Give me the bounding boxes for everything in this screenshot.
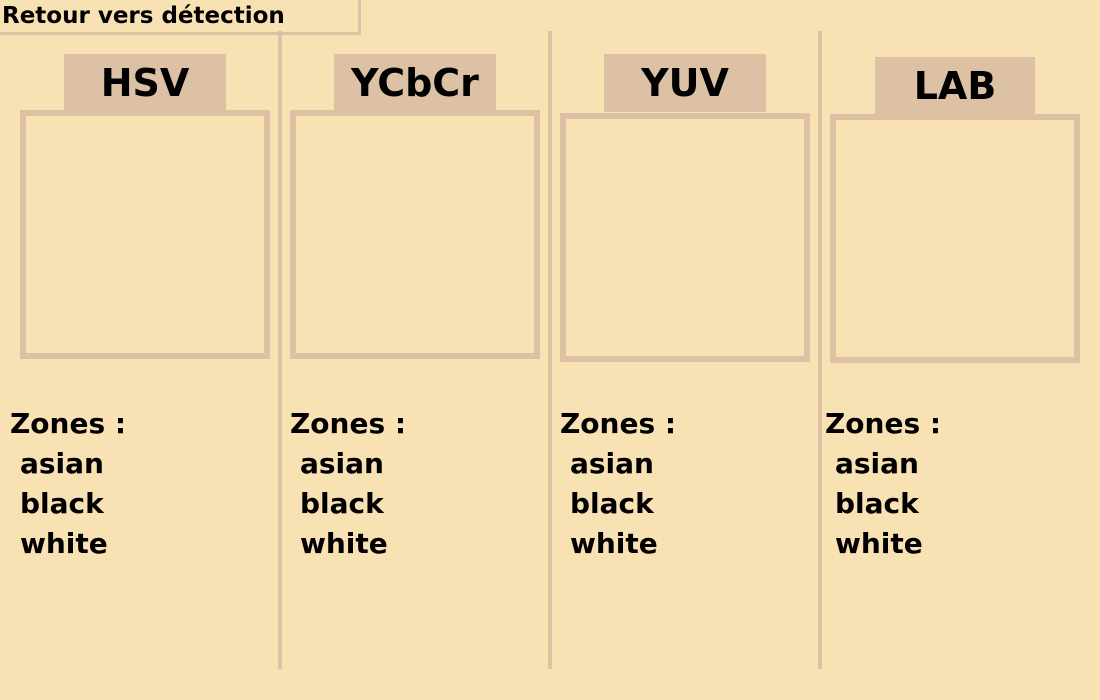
column-divider <box>278 31 282 669</box>
zones-label: Zones : <box>290 407 407 440</box>
tab-hsv[interactable]: HSV <box>64 54 226 112</box>
tab-yuv[interactable]: YUV <box>604 54 766 112</box>
tab-lab[interactable]: LAB <box>875 57 1035 115</box>
column-divider <box>818 31 822 669</box>
zone-white: white <box>570 527 658 560</box>
preview-ycbcr <box>290 110 540 359</box>
preview-yuv <box>560 113 810 362</box>
back-to-detection-button[interactable]: Retour vers détection <box>0 0 361 35</box>
zone-white: white <box>835 527 923 560</box>
zone-asian: asian <box>835 447 919 480</box>
zone-asian: asian <box>20 447 104 480</box>
zone-black: black <box>20 487 104 520</box>
preview-hsv <box>20 110 270 359</box>
zone-black: black <box>570 487 654 520</box>
zone-asian: asian <box>300 447 384 480</box>
zones-list-hsv: Zones : asian black white <box>10 404 126 564</box>
zones-list-yuv: Zones : asian black white <box>560 404 676 564</box>
preview-lab <box>830 114 1080 363</box>
zones-label: Zones : <box>10 407 127 440</box>
zone-black: black <box>835 487 919 520</box>
zone-white: white <box>20 527 108 560</box>
zones-label: Zones : <box>560 407 677 440</box>
column-divider <box>548 31 552 669</box>
panel-lab: LAB Zones : asian black white <box>820 0 1090 700</box>
panel-hsv: HSV Zones : asian black white <box>0 0 270 700</box>
zone-asian: asian <box>570 447 654 480</box>
zone-black: black <box>300 487 384 520</box>
panel-yuv: YUV Zones : asian black white <box>550 0 820 700</box>
panel-ycbcr: YCbCr Zones : asian black white <box>280 0 550 700</box>
zone-white: white <box>300 527 388 560</box>
zones-label: Zones : <box>825 407 942 440</box>
tab-ycbcr[interactable]: YCbCr <box>334 54 496 112</box>
zones-list-ycbcr: Zones : asian black white <box>290 404 406 564</box>
zones-list-lab: Zones : asian black white <box>825 404 941 564</box>
